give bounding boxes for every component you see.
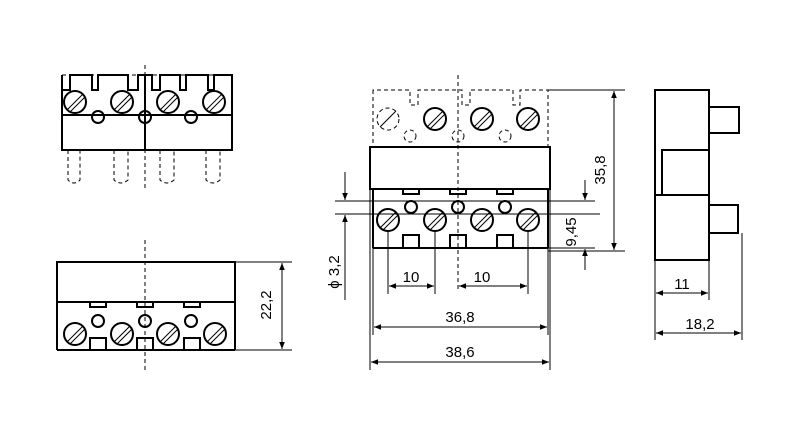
dim-depth-body: 11 <box>674 276 690 293</box>
screw-icon <box>110 90 134 114</box>
dim-pitch-a: 10 <box>403 269 420 286</box>
screw-icon <box>202 90 226 114</box>
dim-pitch-b: 10 <box>474 269 491 286</box>
main-view <box>335 75 625 370</box>
dim-height-side: 22,2 <box>258 290 275 319</box>
screw-icon <box>63 322 87 346</box>
screw-icon <box>203 322 227 346</box>
dim-depth-total: 18,2 <box>685 316 714 333</box>
hole-icon <box>184 110 198 124</box>
dim-width-outer: 38,6 <box>445 344 474 361</box>
hole-icon <box>91 110 105 124</box>
screw-icon <box>516 208 540 232</box>
screw-icon <box>423 208 447 232</box>
top-view-left <box>61 65 233 190</box>
screw-icon <box>156 322 180 346</box>
screw-icon <box>376 107 400 131</box>
dim-height-total: 35,8 <box>592 155 609 184</box>
screw-icon <box>156 90 180 114</box>
side-view <box>654 89 743 340</box>
screw-icon <box>63 90 87 114</box>
screw-icon <box>376 208 400 232</box>
dim-width-inner: 36,8 <box>445 309 474 326</box>
dim-height-screw: 9,45 <box>563 217 580 246</box>
front-view-left <box>56 240 292 372</box>
screw-icon <box>470 208 494 232</box>
screw-icon <box>423 107 447 131</box>
screw-icon <box>470 107 494 131</box>
screw-icon <box>110 322 134 346</box>
dim-hole-diameter: ϕ 3,2 <box>326 255 343 288</box>
screw-icon <box>516 107 540 131</box>
